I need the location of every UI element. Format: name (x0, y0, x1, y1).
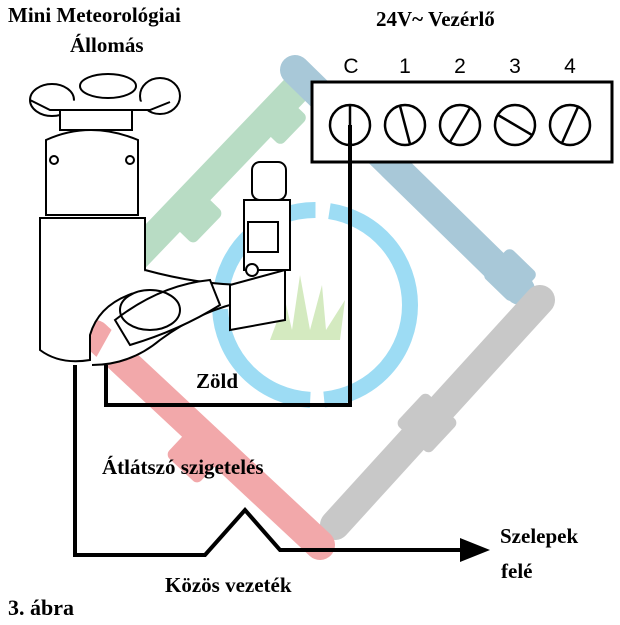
rain-sensor-icon (243, 161, 291, 277)
arrow-head (460, 538, 490, 562)
terminal-screws (328, 103, 592, 147)
terminal-label-3: 3 (509, 55, 521, 78)
blue-ring (212, 202, 418, 408)
wires (73, 125, 470, 557)
red-pipe (80, 320, 335, 560)
terminal-label-4: 4 (564, 55, 576, 78)
terminal-label-2: 2 (454, 55, 466, 78)
terminal-label-1: 1 (399, 55, 411, 78)
gray-pipe (320, 285, 555, 540)
weather-station-icon (29, 73, 286, 366)
valves-label-line1: Szelepek (500, 524, 579, 548)
controller-box (310, 80, 614, 164)
terminal-label-c: C (343, 55, 359, 78)
figure-caption: 3. ábra (8, 595, 74, 620)
common-wire-label: Közös vezeték (165, 573, 292, 597)
grass-icon (270, 275, 345, 340)
green-wire-label: Zöld (196, 369, 239, 393)
valves-label-line2: felé (501, 559, 533, 583)
station-title-line2: Állomás (70, 33, 144, 57)
station-title-line1: Mini Meteorológiai (8, 3, 181, 27)
transparent-insulation-label: Átlátszó szigetelés (102, 455, 264, 479)
controller-title: 24V~ Vezérlő (376, 7, 495, 31)
